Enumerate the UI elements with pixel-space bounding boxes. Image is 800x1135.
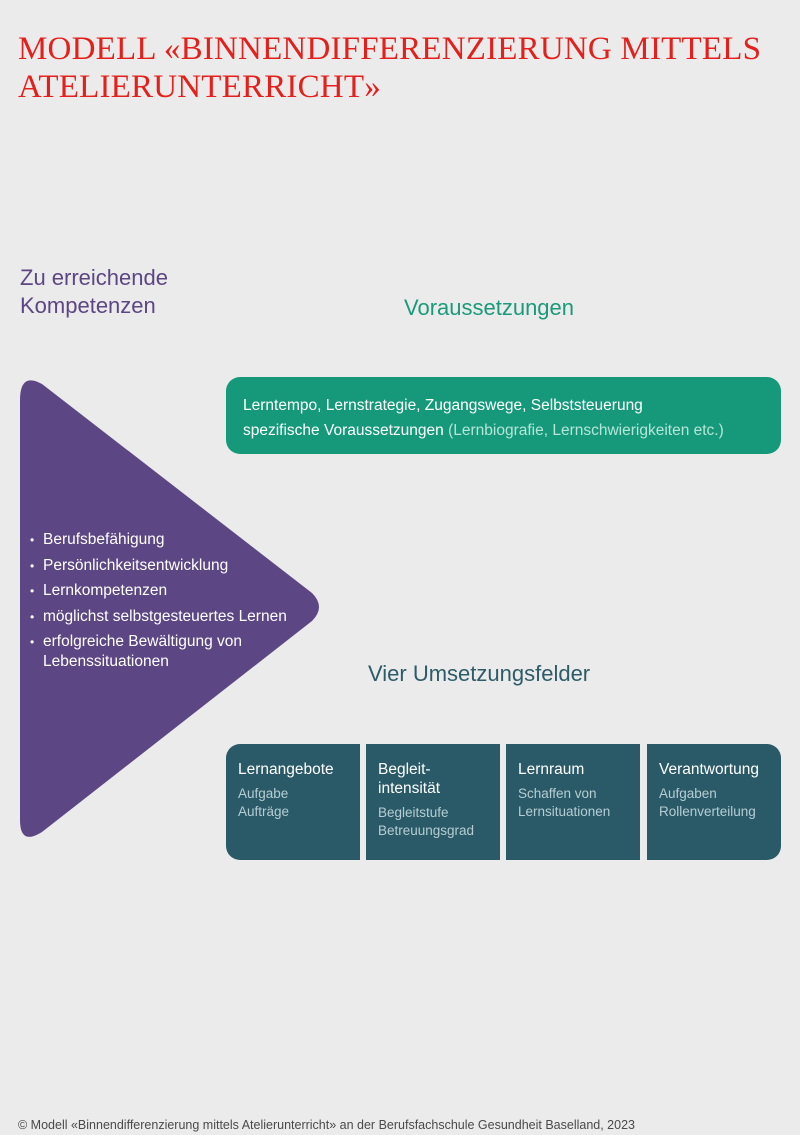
kompetenzen-list: Berufsbefähigung Persönlichkeitsentwickl… <box>30 530 290 678</box>
umsetzungsfeld-item: Schaffen von <box>518 786 597 801</box>
voraussetzungen-heading: Voraussetzungen <box>404 295 575 320</box>
umsetzungsfeld-item: Aufgabe <box>238 786 289 801</box>
umsetzungsfeld-items: Begleitstufe Betreuungsgrad <box>378 804 490 840</box>
umsetzungsfeld-title-line: Verantwortung <box>659 761 759 778</box>
umsetzungsfeld-title-line: intensität <box>378 780 441 797</box>
umsetzungsfeld-title: Verantwortung <box>659 760 771 779</box>
kompetenzen-heading-line-2: Kompetenzen <box>20 293 156 318</box>
kompetenz-item: Lernkompetenzen <box>30 581 290 601</box>
umsetzungsfeld-title: Lernraum <box>518 760 630 779</box>
umsetzungsfeld-items: Schaffen von Lernsituationen <box>518 785 630 821</box>
page-title-line-2: ATELIERUNTERRICHT» <box>18 69 381 105</box>
umsetzungsfeld-title-line: Lernangebote <box>238 761 334 778</box>
voraussetzungen-line-2-muted: (Lernbiografie, Lernschwierigkeiten etc.… <box>443 422 724 439</box>
umsetzungsfeld-title-line: Lernraum <box>518 761 585 778</box>
page-title-line-1: MODELL «BINNENDIFFERENZIERUNG MITTELS <box>18 31 762 67</box>
umsetzungsfeld-items: Aufgabe Aufträge <box>238 785 350 821</box>
page-title: MODELL «BINNENDIFFERENZIERUNG MITTELS AT… <box>18 30 788 106</box>
umsetzungsfeld-item: Aufträge <box>238 804 290 819</box>
umsetzungsfeld-item: Rollenverteilung <box>659 804 756 819</box>
umsetzungsfeld-title: Lernangebote <box>238 760 350 779</box>
umsetzungsfeld-lernraum: Lernraum Schaffen von Lernsituationen <box>506 744 640 860</box>
voraussetzungen-line-1: Lerntempo, Lernstrategie, Zugangswege, S… <box>243 397 643 414</box>
umsetzungsfeld-title: Begleit- intensität <box>378 760 490 798</box>
kompetenzen-heading: Zu erreichende Kompetenzen <box>20 264 168 320</box>
umsetzungsfelder-heading: Vier Umsetzungsfelder <box>368 661 591 686</box>
umsetzungsfeld-title-line: Begleit- <box>378 761 431 778</box>
kompetenz-item: Persönlichkeitsentwicklung <box>30 556 290 576</box>
kompetenz-item: möglichst selbstgesteuertes Lernen <box>30 607 290 627</box>
umsetzungsfeld-lernangebote: Lernangebote Aufgabe Aufträge <box>226 744 360 860</box>
voraussetzungen-line-2-main: spezifische Voraussetzungen <box>243 422 444 439</box>
umsetzungsfeld-items: Aufgaben Rollenverteilung <box>659 785 771 821</box>
voraussetzungen-box: Lerntempo, Lernstrategie, Zugangswege, S… <box>226 377 781 454</box>
umsetzungsfeld-verantwortung: Verantwortung Aufgaben Rollenverteilung <box>647 744 781 860</box>
umsetzungsfeld-item: Lernsituationen <box>518 804 611 819</box>
umsetzungsfeld-begleitintensitaet: Begleit- intensität Begleitstufe Betreuu… <box>366 744 500 860</box>
voraussetzungen-line-2: spezifische Voraussetzungen (Lernbiograf… <box>243 418 765 443</box>
kompetenzen-heading-line-1: Zu erreichende <box>20 265 168 290</box>
copyright-footer: © Modell «Binnendifferenzierung mittels … <box>18 1118 635 1132</box>
umsetzungsfeld-item: Begleitstufe <box>378 805 449 820</box>
umsetzungsfelder-strip: Lernangebote Aufgabe Aufträge Begleit- i… <box>226 744 781 860</box>
kompetenz-item: erfolgreiche Bewältigung von Lebenssitua… <box>30 632 290 672</box>
umsetzungsfeld-item: Aufgaben <box>659 786 717 801</box>
kompetenz-item: Berufsbefähigung <box>30 530 290 550</box>
umsetzungsfeld-item: Betreuungsgrad <box>378 823 475 838</box>
